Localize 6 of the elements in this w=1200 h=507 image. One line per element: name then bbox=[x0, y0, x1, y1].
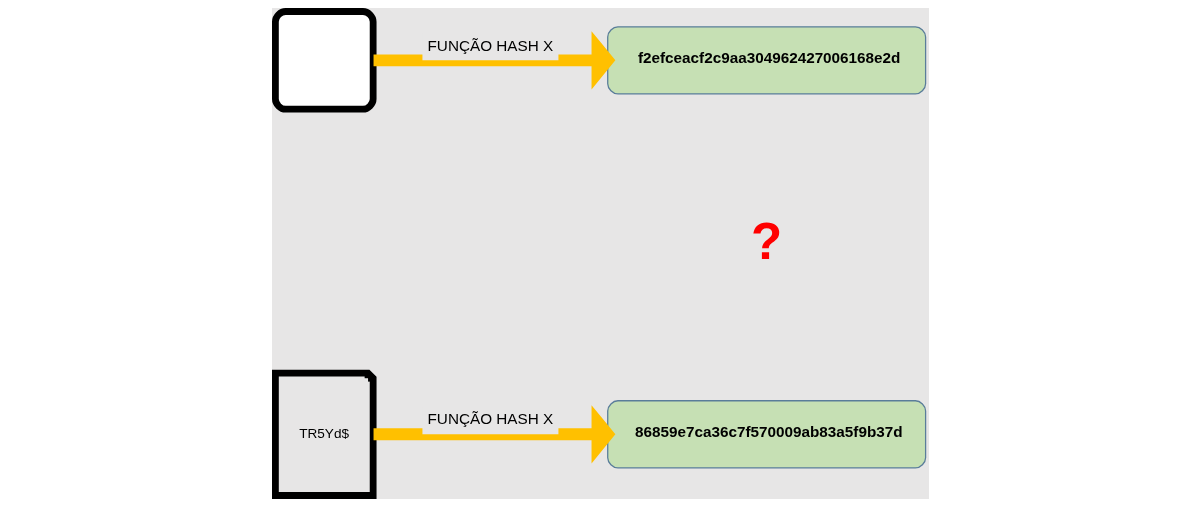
node-box: 86859e7ca36c7f570009ab83a5f9b37d bbox=[606, 400, 926, 469]
label: ? bbox=[750, 213, 782, 271]
node-box: f2efceacf2c9aa304962427006168e2d bbox=[606, 26, 926, 95]
edge-label: FUNÇÃO HASH X bbox=[427, 410, 553, 428]
edge-label: FUNÇÃO HASH X bbox=[427, 36, 553, 54]
node-box bbox=[271, 8, 377, 113]
